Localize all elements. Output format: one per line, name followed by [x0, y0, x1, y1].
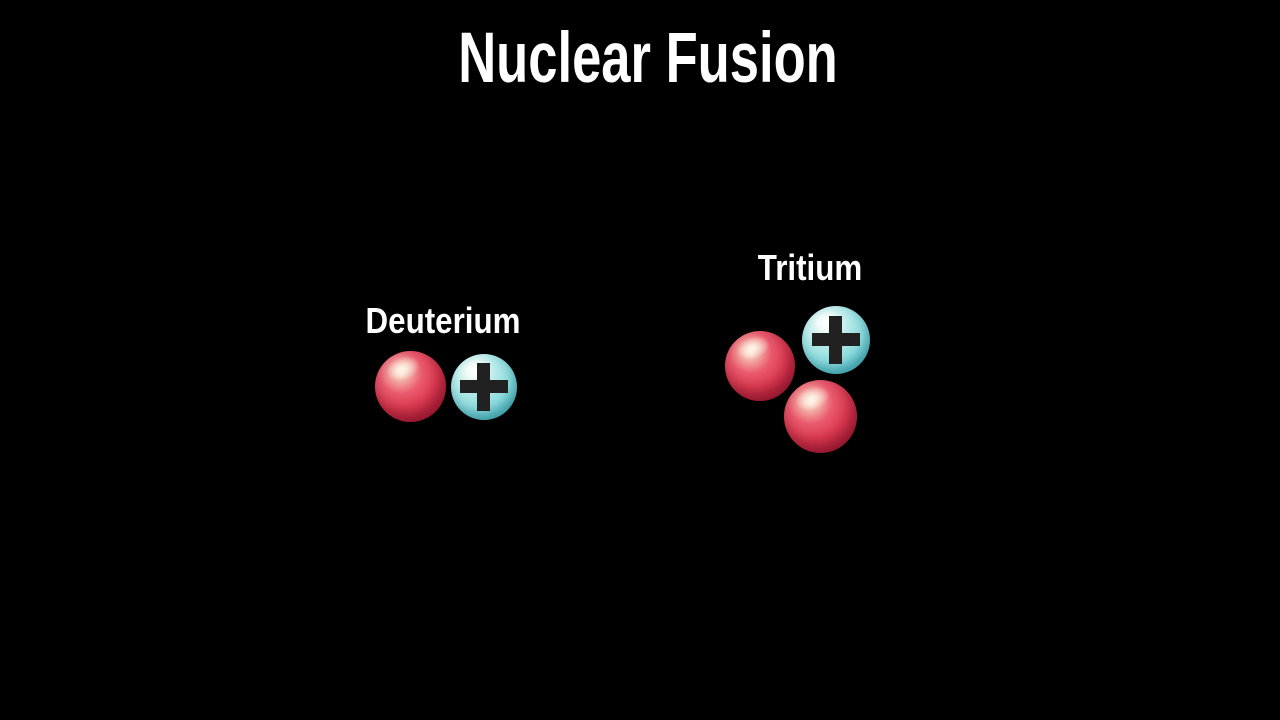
- plus-icon: [460, 363, 508, 411]
- neutron-icon: [725, 331, 795, 401]
- deuterium-label: Deuterium: [365, 300, 521, 341]
- neutron-icon: [375, 351, 446, 422]
- proton-icon: [802, 306, 870, 374]
- page-title: Nuclear Fusion: [458, 19, 838, 98]
- plus-icon: [811, 315, 861, 365]
- tritium-label: Tritium: [757, 247, 863, 288]
- proton-icon: [451, 354, 517, 420]
- neutron-icon: [784, 380, 857, 453]
